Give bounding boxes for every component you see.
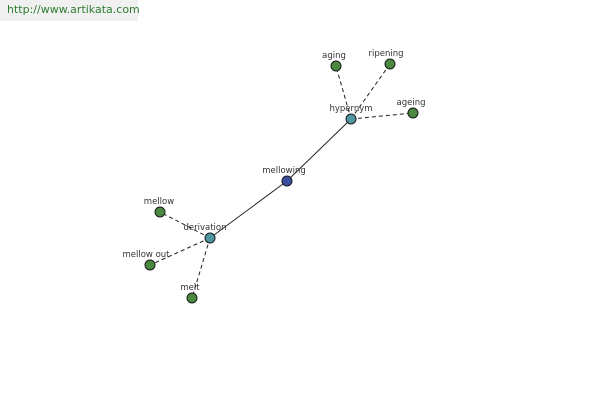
edge-derivation — [209, 180, 288, 239]
node-term-melt[interactable] — [186, 292, 198, 304]
node-term-ageing[interactable] — [407, 107, 419, 119]
label-center: mellowing — [262, 166, 306, 176]
label-relation-derivation: derivation — [183, 223, 226, 233]
edge-hypernym — [286, 118, 352, 182]
edge-derivation-melt — [191, 237, 211, 299]
edge-hypernym-ageing — [350, 112, 414, 120]
edge-hypernym-aging — [335, 65, 352, 120]
graph-nodes — [144, 58, 419, 304]
node-term-mellow[interactable] — [154, 206, 166, 218]
node-term-mellow-out[interactable] — [144, 259, 156, 271]
artikata-watermark: http://www.artikata.com — [0, 0, 140, 21]
edge-hypernym-ripening — [350, 63, 391, 120]
label-term-melt: melt — [180, 283, 200, 293]
label-term-aging: aging — [322, 51, 346, 61]
label-term-ageing: ageing — [397, 98, 426, 108]
edge-derivation-mellow-out — [149, 237, 211, 266]
label-term-mellow: mellow — [144, 197, 174, 207]
node-relation-derivation[interactable] — [204, 232, 216, 244]
edge-derivation-mellow — [159, 211, 211, 239]
node-center-mellowing[interactable] — [281, 175, 293, 187]
node-relation-hypernym[interactable] — [345, 113, 357, 125]
label-term-ripening: ripening — [368, 49, 403, 59]
label-term-mellow-out: mellow out — [122, 250, 170, 260]
label-relation-hypernym: hypernym — [329, 104, 372, 114]
graph-labels: mellowing hypernym aging ripening ageing deri… — [122, 49, 425, 293]
graph-edges — [149, 63, 414, 299]
node-term-ripening[interactable] — [384, 58, 396, 70]
node-term-aging[interactable] — [330, 60, 342, 72]
